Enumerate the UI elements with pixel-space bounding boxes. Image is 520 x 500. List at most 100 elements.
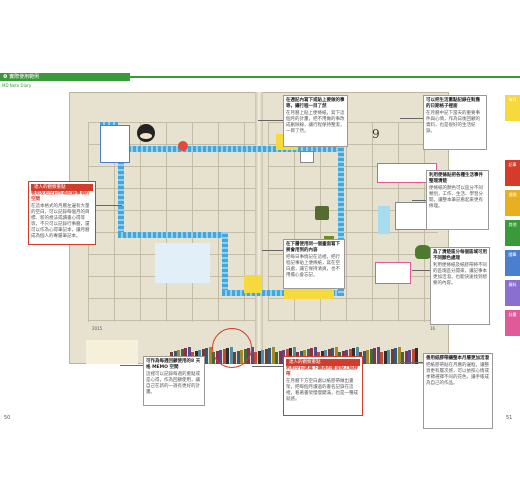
sticky-note-cyan bbox=[378, 206, 390, 234]
book-spine bbox=[355, 347, 359, 364]
book-spine bbox=[369, 349, 373, 364]
book-spine bbox=[254, 352, 257, 364]
bonsai-sticker bbox=[415, 245, 431, 259]
connector-left bbox=[96, 205, 122, 206]
book-spine bbox=[397, 347, 401, 364]
book-spine bbox=[387, 350, 390, 364]
callout-bottom-right-title: 善用紙膠帶讓整本月曆更加活潑 bbox=[426, 356, 489, 361]
calendar-page-number: 16 bbox=[430, 326, 436, 331]
book-spine bbox=[401, 352, 404, 364]
callout-top-right-body: 在月曆中記下當天的重要事件與心情，作為日後回顧的資料，也是很好的生活紀錄。 bbox=[426, 111, 480, 134]
section-subtitle: MD Note Diary bbox=[2, 83, 32, 88]
washi-tape-bottom bbox=[222, 290, 344, 296]
book-spine bbox=[411, 349, 415, 364]
book-spine bbox=[271, 347, 275, 364]
callout-top-right: 可以把生活重點記錄在對應的日期格子裡面 在月曆中記下當天的重要事件與心情，作為日… bbox=[423, 95, 487, 150]
book-spine bbox=[380, 352, 383, 364]
book-spine bbox=[250, 347, 254, 364]
book-spine bbox=[212, 352, 215, 364]
book-spine bbox=[208, 347, 212, 364]
side-tab-5[interactable]: 資料 bbox=[505, 280, 520, 306]
book-spine bbox=[334, 347, 338, 364]
book-spine bbox=[366, 350, 369, 364]
book-spine bbox=[205, 348, 208, 364]
callout-right-low-body: 利用便條紙及紙膠帶將不同的區塊區分開來，讓記事本更加活潑，也能快速找到想要的內容… bbox=[433, 263, 487, 286]
callout-right-mid: 利用便條貼把各種生活事件整理清楚 便條紙的顏色可以區分不同類別，工作、生活、學習… bbox=[426, 170, 489, 230]
callout-left-head: 達人的觀察重點 bbox=[31, 184, 93, 191]
callout-right-low-title: 為了清楚區分每個區域可用不同顏色處理 bbox=[433, 250, 487, 261]
washi-tape-left bbox=[118, 146, 124, 234]
callout-bottom-right: 善用紙膠帶讓整本月曆更加活潑 把紙膠帶貼在月曆的邊框，讓整頁更有層次感，可以依照… bbox=[423, 353, 493, 429]
callout-bottom-center-body: 在月曆下方空白處以紙膠帶做出書架，把每個月讀過的書名記錄在這裡，看著書架慢慢變滿… bbox=[286, 379, 358, 402]
side-tab-1[interactable]: 記事 bbox=[505, 160, 520, 186]
book-spine bbox=[383, 351, 387, 364]
callout-bottom-left: 可作為每週回顧使用的8 天格 MEMO 空間 這裡可以記錄每週的重點或是心得，作… bbox=[143, 356, 205, 406]
washi-tape-top bbox=[118, 146, 343, 152]
book-spine bbox=[415, 348, 418, 364]
page-number-left: 50 bbox=[4, 415, 11, 421]
sticky-note-yellow-spine bbox=[244, 275, 262, 293]
callout-bottom-center-head: 達人的觀察重點 bbox=[286, 359, 360, 366]
section-title: ❹ 實際使用範例 bbox=[0, 73, 130, 81]
book-spine bbox=[275, 352, 278, 364]
book-spine bbox=[292, 347, 296, 364]
connector-top-right bbox=[400, 118, 423, 119]
callout-top-center: 在週記內寫下或貼上要做的事等，讓行程一目了然 在月曆上貼上便條紙，寫下這個月的計… bbox=[283, 95, 348, 147]
callout-right-mid-title: 利用便條貼把各種生活事件整理清楚 bbox=[429, 173, 483, 184]
book-spine bbox=[257, 351, 261, 364]
connector-right-low bbox=[412, 270, 430, 271]
bear-face bbox=[140, 133, 152, 139]
connector-bottom-right bbox=[400, 362, 423, 363]
sticky-note-bottom-left bbox=[86, 340, 138, 364]
book-spine bbox=[373, 348, 376, 364]
header-rule bbox=[130, 76, 520, 78]
callout-mid-center-title: 在下層使用同一個畫面寫下將會用到的內容 bbox=[286, 242, 340, 253]
callout-top-right-title: 可以把生活重點記錄在對應的日期格子裡面 bbox=[426, 98, 480, 109]
callout-bottom-center-title: 利用空白處寫下讀過的書並貼上紙膠帶 bbox=[286, 366, 358, 377]
book-spine bbox=[376, 347, 380, 364]
calendar-month: 9 bbox=[372, 127, 380, 141]
callout-top-center-title: 在週記內寫下或貼上要做的事等，讓行程一目了然 bbox=[286, 98, 345, 109]
side-tab-2[interactable]: 週間 bbox=[505, 190, 520, 216]
page-header: ❹ 實際使用範例 MD Note Diary bbox=[0, 73, 520, 88]
callout-top-center-body: 在月曆上貼上便條紙，寫下這個月的計畫，把不用做的事改成刪除線，讓行程保持整潔，一… bbox=[286, 111, 345, 134]
callout-bottom-right-body: 把紙膠帶貼在月曆的邊框，讓整頁更有層次感，可以依照心情或季節選擇不同的花色，讓手… bbox=[426, 363, 489, 386]
book-spine bbox=[394, 348, 397, 364]
connector-top-center bbox=[258, 120, 283, 121]
callout-right-low: 為了清楚區分每個區域可用不同顏色處理 利用便條紙及紙膠帶將不同的區塊區分開來，讓… bbox=[430, 247, 490, 325]
book-spine bbox=[261, 350, 264, 364]
sticky-note-small bbox=[300, 151, 314, 163]
side-tab-4[interactable]: 隨筆 bbox=[505, 250, 520, 276]
sticky-note-blue bbox=[100, 125, 130, 163]
washi-tape-drop bbox=[222, 232, 228, 292]
callout-bottom-left-title: 可作為每週回顧使用的8 天格 MEMO 空間 bbox=[146, 359, 201, 370]
calendar-year: 2015 bbox=[92, 326, 103, 331]
book-spine bbox=[278, 351, 282, 364]
book-spine bbox=[408, 350, 411, 364]
book-spine bbox=[404, 351, 408, 364]
plant-sticker bbox=[315, 206, 329, 220]
book-spine bbox=[187, 347, 191, 364]
callout-bottom-left-body: 這裡可以記錄每週的重點或是心得，作為回顧使用，讓自己在新的一週有更好的計畫。 bbox=[146, 372, 200, 395]
connector-bottom-left bbox=[120, 365, 143, 366]
side-tab-3[interactable]: 其他 bbox=[505, 220, 520, 246]
callout-left-note: 達人的觀察重點 善用左右空白作為記錄事項的空間 在這本格式的月曆左邊有大量的空白… bbox=[28, 181, 96, 245]
book-spine bbox=[268, 348, 271, 364]
callout-mid-center-body: 把每日事情記在這裡，把行程記事貼上便條紙，寫在空白處，讓它保持清爽，也不用擔心會… bbox=[286, 255, 340, 278]
washi-tape-mid bbox=[118, 232, 228, 238]
book-spine bbox=[264, 349, 268, 364]
apple-sticker bbox=[178, 141, 188, 151]
notebook-spine bbox=[255, 92, 263, 364]
sticky-note-lightblue bbox=[155, 243, 210, 283]
side-tab-6[interactable]: 計畫 bbox=[505, 310, 520, 336]
connector-mid-center bbox=[262, 250, 283, 251]
connector-bottom-center bbox=[252, 366, 283, 367]
book-spine bbox=[313, 347, 317, 364]
callout-right-mid-body: 便條紙的顏色可以區分不同類別，工作、生活、學習分開，讓整本筆記看起來更有條理。 bbox=[429, 186, 483, 209]
side-tab-0[interactable]: 每月 bbox=[505, 95, 520, 121]
connector-right-mid bbox=[412, 200, 426, 201]
book-spine bbox=[362, 351, 366, 364]
callout-left-body: 在這本格式的月曆左邊有大量的空白，可以記錄每個月的目標、新的想法或讀書心得等等，… bbox=[31, 204, 90, 239]
callout-mid-center: 在下層使用同一個畫面寫下將會用到的內容 把每日事情記在這裡，把行程記事貼上便條紙… bbox=[283, 239, 345, 289]
callout-left-title: 善用左右空白作為記錄事項的空間 bbox=[31, 191, 90, 202]
